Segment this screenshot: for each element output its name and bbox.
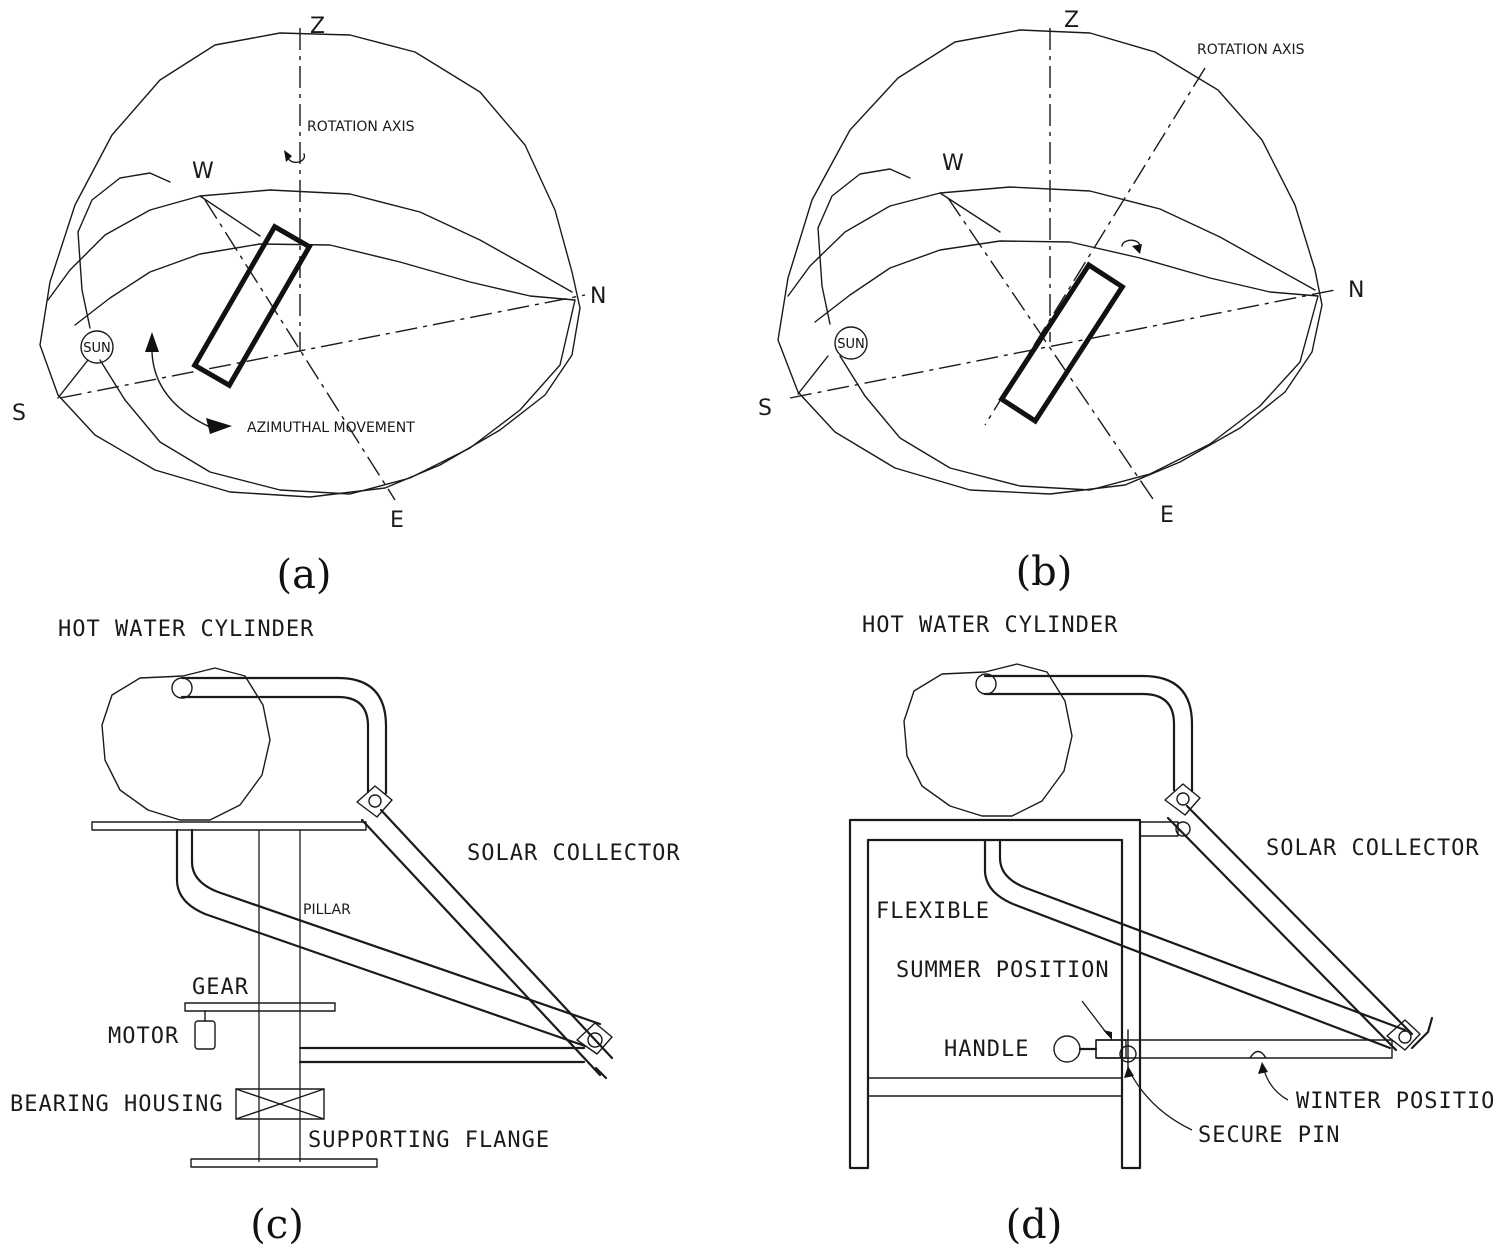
rotation-arrow-a [287,153,306,163]
we-axis-a [204,199,396,501]
caption-b: (b) [1016,549,1073,595]
top-plate-c [91,821,367,831]
bearing-housing-c [235,1088,325,1120]
caption-d: (d) [1006,1202,1063,1248]
sun-b: SUN [834,326,868,360]
label-motor-c: MOTOR [108,1024,179,1049]
we-axis-b [947,197,1156,503]
panel-c: HOT WATER CYLINDER SOLAR COLLECTOR PILLA… [10,617,681,1248]
hot-water-cylinder-d [903,663,1073,817]
collector-a [191,223,313,389]
sky-dome-b [777,29,1323,495]
label-rotation-axis-a: ROTATION AXIS [307,119,415,135]
pillar-c [258,830,301,1162]
leader-lines-d [1081,1000,1289,1131]
label-solar-collector-c: SOLAR COLLECTOR [467,841,681,866]
handle-d [1053,1035,1098,1063]
gear-c [184,1002,336,1012]
label-z-b: Z [1064,8,1079,33]
label-solar-collector-d: SOLAR COLLECTOR [1266,836,1480,861]
supporting-flange-c [190,1158,378,1168]
panel-a: SUN Z W N S E ROTATION AXIS AZIMUTHAL MO… [12,14,606,598]
caption-c: (c) [250,1202,304,1248]
label-summer-position-d: SUMMER POSITION [896,958,1110,983]
label-w-b: W [942,151,964,176]
label-s-b: S [758,396,772,421]
label-winter-position-d: WINTER POSITIO [1296,1089,1493,1114]
hot-pipe-c [171,676,388,795]
label-z-a: Z [310,14,325,39]
azimuthal-arrow-a [151,344,213,429]
panel-b: SUN Z W N S E ROTATION AXIS (b) [758,8,1364,595]
sn-axis-a [59,294,586,399]
label-pillar-c: PILLAR [303,902,351,918]
label-n-a: N [590,284,606,309]
flexible-pipe-d [983,838,1407,1050]
label-hot-water-cylinder-d: HOT WATER CYLINDER [862,613,1118,638]
cold-pipe-c [175,828,602,1048]
support-arm-c [298,1046,586,1064]
hot-pipe-d [975,673,1194,793]
label-gear-c: GEAR [192,975,249,1000]
label-bearing-housing-c: BEARING HOUSING [10,1092,224,1117]
sun-label-a: SUN [83,341,111,356]
label-handle-d: HANDLE [944,1037,1029,1062]
label-azimuthal-a: AZIMUTHAL MOVEMENT [247,420,415,436]
arrowhead-right-a [206,418,232,434]
hot-water-cylinder-c [101,667,271,821]
label-w-a: W [192,159,214,184]
label-s-a: S [12,401,26,426]
stand-frame-d [848,818,1191,1170]
caption-a: (a) [276,552,331,598]
panel-d: HOT WATER CYLINDER SOLAR COLLECTOR FLEXI… [848,613,1493,1248]
label-e-a: E [390,508,404,533]
label-rotation-axis-b: ROTATION AXIS [1197,42,1305,58]
solar-collector-d [1164,783,1434,1052]
sky-dome-a [39,32,581,498]
motor-c [194,1020,216,1050]
label-e-b: E [1160,503,1174,528]
label-secure-pin-d: SECURE PIN [1198,1123,1340,1148]
sun-label-b: SUN [837,337,865,352]
collector-b [998,261,1126,425]
sun-a: SUN [80,330,114,364]
sn-axis-b [789,289,1336,399]
arrowhead-up-a [145,332,159,352]
label-n-b: N [1348,278,1364,303]
solar-collector-c [356,785,614,1080]
label-hot-water-cylinder-c: HOT WATER CYLINDER [58,617,314,642]
label-supporting-flange-c: SUPPORTING FLANGE [308,1128,550,1153]
label-flexible-d: FLEXIBLE [876,899,990,924]
